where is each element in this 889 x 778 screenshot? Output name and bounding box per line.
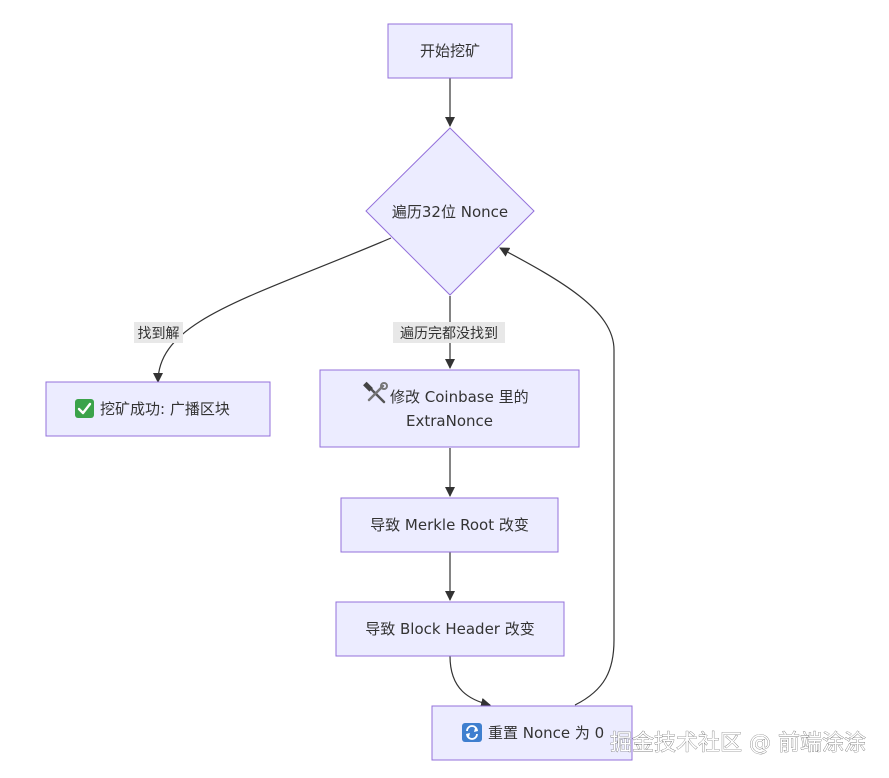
node-decision: 遍历32位 Nonce: [365, 127, 535, 296]
node-block-header: 导致 Block Header 改变: [335, 601, 565, 657]
svg-text:修改 Coinbase 里的: 修改 Coinbase 里的: [390, 388, 529, 406]
svg-text:开始挖矿: 开始挖矿: [420, 42, 480, 60]
node-success: 挖矿成功: 广播区块: [45, 381, 271, 437]
refresh-icon: [462, 723, 482, 742]
hammer-wrench-icon: [363, 381, 388, 404]
svg-text:遍历32位 Nonce: 遍历32位 Nonce: [392, 203, 508, 221]
svg-text:导致 Block Header 改变: 导致 Block Header 改变: [365, 620, 535, 638]
node-modify: 修改 Coinbase 里的 ExtraNonce: [319, 369, 580, 448]
edge-header-to-reset: [449, 655, 491, 708]
node-start: 开始挖矿: [387, 23, 513, 79]
svg-text:重置 Nonce 为 0: 重置 Nonce 为 0: [488, 724, 604, 742]
edge-label-exhausted: 遍历完都没找到: [393, 322, 505, 343]
svg-text:遍历完都没找到: 遍历完都没找到: [400, 326, 498, 342]
watermark: 掘金技术社区 @ 前端涂涂: [610, 731, 866, 756]
svg-text:导致 Merkle Root 改变: 导致 Merkle Root 改变: [370, 516, 529, 534]
edge-label-found: 找到解: [134, 322, 183, 343]
check-mark-icon: [75, 399, 94, 418]
svg-text:挖矿成功: 广播区块: 挖矿成功: 广播区块: [100, 400, 230, 418]
node-merkle-root: 导致 Merkle Root 改变: [340, 497, 559, 553]
svg-text:找到解: 找到解: [138, 326, 180, 342]
edge-decision-to-success: [153, 237, 392, 383]
svg-text:ExtraNonce: ExtraNonce: [406, 412, 493, 430]
node-reset-nonce: 重置 Nonce 为 0: [431, 705, 633, 761]
edge-reset-to-decision: [499, 247, 615, 706]
